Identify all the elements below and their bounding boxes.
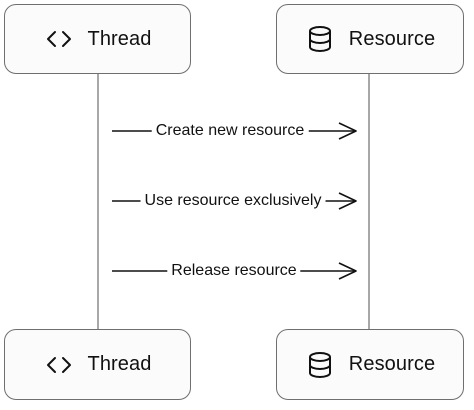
database-icon bbox=[305, 350, 335, 380]
thread-lifeline bbox=[97, 73, 99, 329]
resource-participant-bottom: Resource bbox=[276, 329, 464, 400]
resource-participant-label: Resource bbox=[348, 27, 436, 50]
message-use-label: Use resource exclusively bbox=[140, 189, 326, 213]
code-brackets-icon bbox=[44, 24, 74, 54]
message-release: Release resource bbox=[112, 259, 358, 283]
resource-participant-label: Resource bbox=[348, 353, 436, 375]
database-icon bbox=[305, 24, 335, 54]
resource-lifeline bbox=[368, 73, 370, 329]
thread-participant-label: Thread bbox=[87, 27, 152, 50]
thread-participant-bottom: Thread bbox=[4, 329, 191, 400]
thread-participant-top: Thread bbox=[4, 4, 191, 74]
code-brackets-icon bbox=[44, 350, 74, 380]
message-release-label: Release resource bbox=[167, 259, 301, 283]
message-create-label: Create new resource bbox=[151, 119, 309, 143]
message-use: Use resource exclusively bbox=[112, 189, 358, 213]
message-create: Create new resource bbox=[112, 119, 358, 143]
thread-participant-label: Thread bbox=[87, 353, 152, 375]
resource-participant-top: Resource bbox=[276, 4, 464, 74]
